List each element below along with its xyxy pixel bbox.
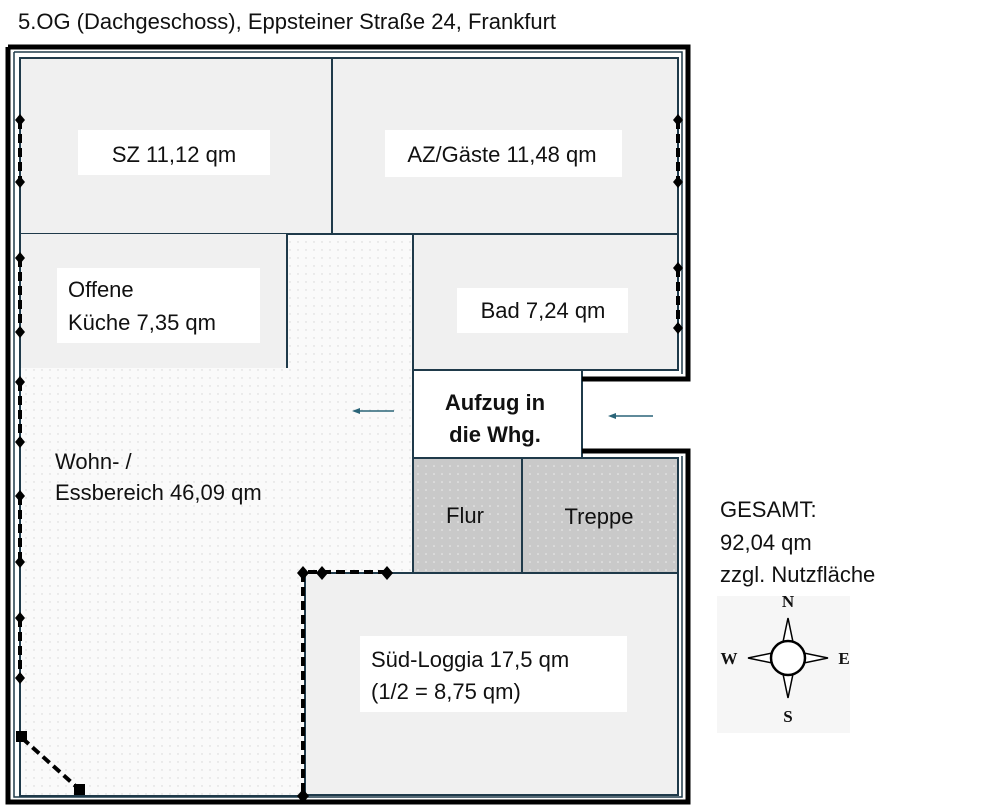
window-markers [15,114,683,803]
label-flur: Flur [446,503,484,528]
compass-icon: N S W E [717,592,850,733]
label-az: AZ/Gäste 11,48 qm [407,142,596,167]
summary-total-label: GESAMT: [720,497,817,522]
svg-text:N: N [782,592,795,611]
label-wohn-2: Essbereich 46,09 qm [55,480,262,505]
entry-arrow-icon [608,413,653,419]
svg-text:S: S [783,707,792,726]
summary-note: zzgl. Nutzfläche [720,562,875,587]
plan-title: 5.OG (Dachgeschoss), Eppsteiner Straße 2… [18,9,556,34]
label-kueche-2: Küche 7,35 qm [68,310,216,335]
entry-arrow-icon [352,408,394,414]
label-bad: Bad 7,24 qm [481,298,606,323]
label-sz: SZ 11,12 qm [112,142,236,167]
outer-walls [5,44,691,805]
svg-text:E: E [838,649,849,668]
label-aufzug-2: die Whg. [449,422,541,447]
label-kueche-1: Offene [68,277,134,302]
room-treppe [521,457,679,574]
label-wohn-1: Wohn- / [55,449,133,474]
room-flur [412,457,523,574]
summary-total-value: 92,04 qm [720,530,812,555]
label-loggia-1: Süd-Loggia 17,5 qm [371,647,569,672]
windows [18,120,680,795]
label-aufzug-1: Aufzug in [445,390,545,415]
label-loggia-2: (1/2 = 8,75 qm) [371,679,521,704]
svg-text:W: W [721,649,738,668]
label-treppe: Treppe [565,504,634,529]
